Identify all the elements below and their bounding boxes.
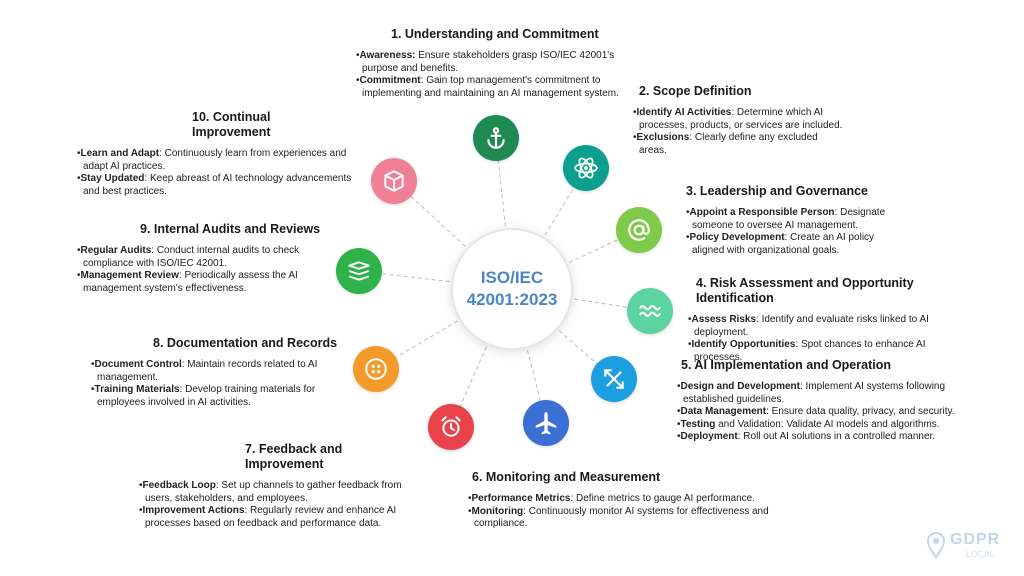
step-title: 8. Documentation and Records: [153, 336, 338, 350]
step-title: 7. Feedback and Improvement: [245, 442, 343, 471]
list-item: •Design and Development: Implement AI sy…: [677, 381, 946, 405]
center-title-line2: 42001:2023: [466, 290, 558, 309]
wave-icon: [639, 305, 661, 317]
list-item: •Training Materials: Develop training ma…: [91, 384, 316, 408]
list-item: •Data Management: Ensure data quality, p…: [677, 406, 955, 417]
node-feedback: [428, 404, 474, 450]
step-title: 2. Scope Definition: [639, 84, 752, 98]
node-leadership: [616, 207, 662, 253]
node-monitoring: [523, 400, 569, 446]
node-understanding: [473, 115, 519, 161]
spoke-line: [393, 180, 513, 290]
node-documentation: [353, 346, 399, 392]
list-item: •Testing and Validation: Validate AI mod…: [677, 418, 940, 430]
list-item: •Regular Audits: Conduct internal audits…: [77, 245, 300, 269]
step-title: 4. Risk Assessment and Opportunity Ident…: [696, 276, 914, 305]
list-item: •Exclusions: Clearly define any excluded…: [633, 132, 818, 156]
list-item: •Feedback Loop: Set up channels to gathe…: [139, 480, 402, 504]
step-title: 9. Internal Audits and Reviews: [140, 222, 321, 236]
box-icon: [384, 170, 404, 192]
button-icon: [365, 358, 387, 380]
center-hub: ISO/IEC 42001:2023: [453, 230, 571, 348]
node-audits: [336, 248, 382, 294]
logo-text: GDPR: [950, 531, 1001, 548]
list-item: •Performance Metrics: Define metrics to …: [468, 493, 755, 504]
step-5-block: 5. AI Implementation and Operation •Desi…: [677, 358, 977, 444]
at-sign-icon: [628, 219, 650, 241]
logo-subtext: LOCAL: [966, 550, 995, 559]
step-title: 6. Monitoring and Measurement: [472, 470, 661, 484]
anchor-icon: [487, 127, 505, 149]
list-item: •Assess Risks: Identify and evaluate ris…: [688, 314, 929, 338]
step-6-block: 6. Monitoring and Measurement •Performan…: [468, 470, 786, 531]
airplane-icon: [535, 412, 557, 435]
list-item: •Policy Development: Create an AI policy…: [686, 232, 875, 256]
list-item: •Deployment: Roll out AI solutions in a …: [677, 431, 936, 442]
node-risk: [627, 288, 673, 334]
spoke-line: [375, 288, 513, 370]
step-9-block: 9. Internal Audits and Reviews •Regular …: [77, 222, 327, 295]
center-title-line1: ISO/IEC: [480, 268, 544, 287]
step-2-block: 2. Scope Definition •Identify AI Activit…: [633, 84, 848, 157]
step-title: 5. AI Implementation and Operation: [681, 358, 891, 372]
spoke-line: [358, 270, 513, 290]
step-10-block: 10. Continual Improvement •Learn and Ada…: [77, 110, 352, 198]
list-item: •Awareness: Ensure stakeholders grasp IS…: [356, 50, 615, 74]
node-scope: [563, 145, 609, 191]
step-4-block: 4. Risk Assessment and Opportunity Ident…: [688, 276, 988, 364]
list-item: •Improvement Actions: Regularly review a…: [139, 505, 397, 529]
cross-arrows-icon: [604, 369, 624, 389]
step-title: 3. Leadership and Governance: [686, 184, 869, 198]
list-item: •Monitoring: Continuously monitor AI sys…: [468, 505, 769, 530]
step-3-block: 3. Leadership and Governance •Appoint a …: [686, 184, 901, 257]
node-continual-improvement: [371, 158, 417, 204]
list-item: •Identify AI Activities: Determine which…: [633, 107, 843, 131]
location-pin-icon: [926, 532, 946, 559]
spoke-line: [495, 137, 513, 290]
atom-icon: [574, 157, 598, 179]
step-title: 10. Continual Improvement: [192, 110, 271, 139]
alarm-clock-icon: [441, 416, 461, 437]
stack-icon: [348, 261, 370, 281]
list-item: •Management Review: Periodically assess …: [77, 270, 298, 294]
step-1-block: 1. Understanding and Commitment •Awarene…: [356, 27, 624, 100]
node-implementation: [591, 356, 637, 402]
list-item: •Stay Updated: Keep abreast of AI techno…: [77, 173, 352, 197]
step-7-block: 7. Feedback and Improvement •Feedback Lo…: [139, 442, 424, 530]
list-item: •Commitment: Gain top management's commi…: [356, 75, 619, 99]
list-item: •Document Control: Maintain records rela…: [91, 359, 318, 383]
list-item: •Learn and Adapt: Continuously learn fro…: [77, 148, 347, 172]
step-title: 1. Understanding and Commitment: [391, 27, 599, 41]
step-8-block: 8. Documentation and Records •Document C…: [91, 336, 341, 409]
list-item: •Appoint a Responsible Person: Designate…: [686, 207, 886, 231]
list-item: •Identify Opportunities: Spot chances to…: [688, 339, 926, 363]
gdpr-local-logo: GDPR LOCAL: [926, 528, 1016, 568]
